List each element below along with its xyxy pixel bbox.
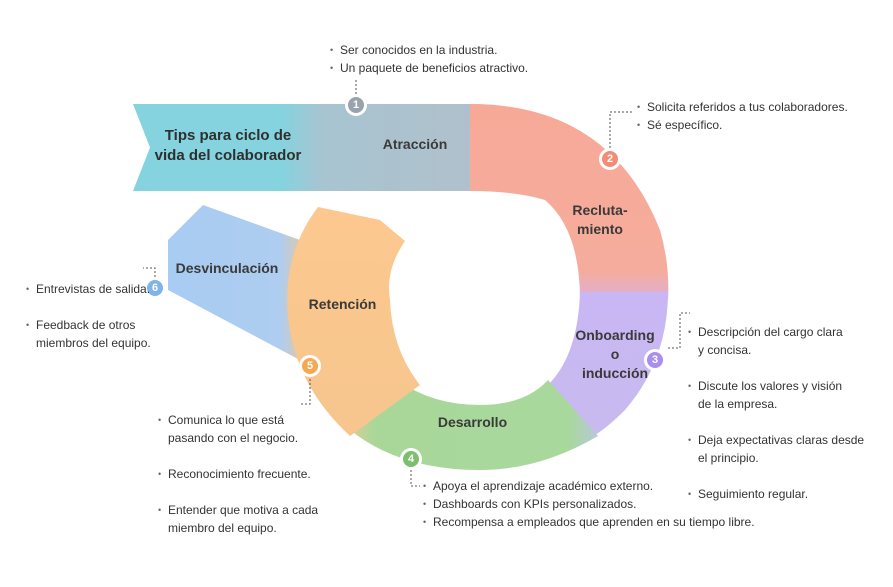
stage-number-badge-3: 3 (644, 349, 666, 371)
stage-label-reclutamiento: Recluta- miento (572, 202, 628, 237)
segment-reclutamiento (470, 104, 669, 300)
tips-desvinculacion: Entrevistas de salida. Feedback de otros… (26, 262, 166, 370)
stage-label-desarrollo: Desarrollo (437, 414, 508, 430)
stage-number-badge-4: 4 (400, 448, 422, 470)
tips-desarrollo: Apoya el aprendizaje académico externo. … (423, 477, 763, 531)
leader-line-3 (668, 312, 690, 349)
tips-reclutamiento: Solicita referidos a tus colaboradores. … (637, 98, 887, 134)
tip-item: Ser conocidos en la industria. (330, 41, 590, 59)
tip-item: Solicita referidos a tus colaboradores. (637, 98, 887, 116)
tip-item: Entrevistas de salida. (26, 280, 166, 298)
segment-desvinculacion (168, 205, 300, 360)
segment-retencion (287, 207, 420, 436)
tip-item: Recompensa a empleados que aprenden en s… (423, 513, 763, 531)
tip-item: Comunica lo que está pasando con el nego… (158, 411, 338, 447)
stage-number-badge-2: 2 (599, 148, 621, 170)
segment-onboarding (548, 292, 668, 438)
stage-label-onboarding: Onboarding o inducción (575, 327, 655, 381)
tip-item: Feedback de otros miembros del equipo. (26, 316, 166, 352)
stage-label-desvinculacion: Desvinculación (175, 260, 279, 276)
tips-onboarding: Descripción del cargo clara y concisa. D… (688, 305, 888, 521)
tips-retencion: Comunica lo que está pasando con el nego… (158, 393, 338, 555)
segment-desarrollo (350, 378, 598, 470)
leader-line-5 (300, 375, 311, 405)
tip-item: Dashboards con KPIs personalizados. (423, 495, 763, 513)
tip-item: Un paquete de beneficios atractivo. (330, 59, 590, 77)
title-band (133, 104, 322, 191)
tip-item: Reconocimiento frecuente. (158, 465, 338, 483)
tip-item: Discute los valores y visión de la empre… (688, 377, 888, 413)
tip-item: Apoya el aprendizaje académico externo. (423, 477, 763, 495)
stage-label-atraccion: Atracción (382, 136, 448, 152)
tip-item: Descripción del cargo clara y concisa. (688, 323, 888, 359)
leader-line-4 (410, 470, 420, 487)
tip-item: Entender que motiva a cada miembro del e… (158, 501, 338, 537)
stage-label-retencion: Retención (308, 296, 377, 312)
tip-item: Deja expectativas claras desde el princi… (688, 431, 888, 467)
stage-number-badge-1: 1 (345, 94, 367, 116)
tip-item: Sé específico. (637, 116, 887, 134)
leader-line-6 (143, 267, 156, 277)
tips-atraccion: Ser conocidos en la industria. Un paquet… (330, 41, 590, 77)
leader-line-2 (609, 111, 632, 148)
stage-number-badge-5: 5 (299, 355, 321, 377)
diagram-title: Tips para ciclo de vida del colaborador (154, 127, 302, 164)
